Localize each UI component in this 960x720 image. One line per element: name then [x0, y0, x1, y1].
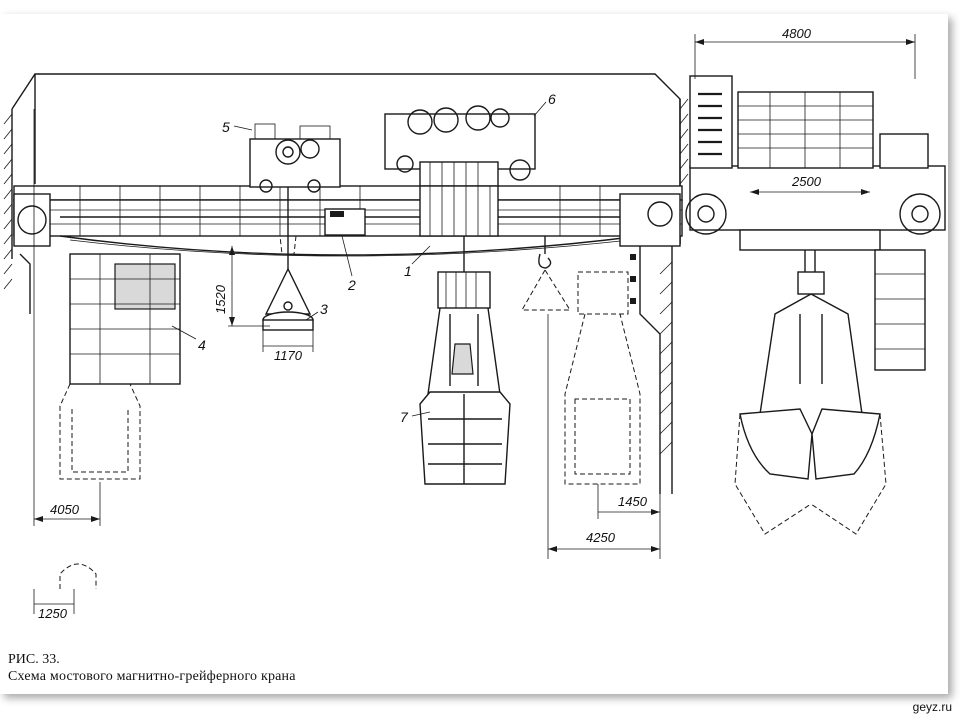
dim-4050: 4050: [50, 502, 80, 517]
dimension-lines: [33, 34, 916, 614]
drawing-sheet: 1 2 3 4 5 6 7 4800 2500 1520 1170 4050 1…: [0, 14, 948, 694]
crane-side-view: [685, 75, 946, 371]
dim-4800: 4800: [782, 26, 812, 41]
callout-1: 1: [404, 263, 412, 279]
watermark: geyz.ru: [912, 700, 952, 714]
crane-schematic: 1 2 3 4 5 6 7 4800 2500 1520 1170 4050 1…: [3, 26, 946, 621]
figure-label: РИС. 33.: [8, 652, 60, 667]
magnet-trolley: [249, 123, 341, 269]
callout-leaders: [171, 101, 547, 417]
figure-title: Схема мостового магнитно-грейферного кра…: [8, 669, 296, 684]
dim-1450: 1450: [618, 494, 648, 509]
grab-closed: [419, 236, 511, 485]
dim-1250: 1250: [38, 606, 68, 621]
callout-6: 6: [548, 91, 556, 107]
dim-1170: 1170: [274, 348, 303, 363]
grab-trolley: [384, 105, 536, 237]
grab-open: [734, 271, 887, 535]
hook-dashed-grab: [521, 236, 641, 485]
building-outline: [3, 73, 689, 494]
callout-2: 2: [347, 277, 356, 293]
lifting-magnet: [262, 235, 314, 331]
dim-4250: 4250: [586, 530, 616, 545]
callout-4: 4: [198, 337, 206, 353]
callout-5: 5: [222, 119, 230, 135]
dim-2500: 2500: [791, 174, 822, 189]
bridge-girder: [13, 185, 683, 257]
grab-dashed-left: [59, 383, 141, 589]
operator-cab: [69, 253, 181, 385]
callout-3: 3: [320, 301, 328, 317]
dim-1520: 1520: [213, 284, 228, 314]
callout-7: 7: [400, 409, 409, 425]
